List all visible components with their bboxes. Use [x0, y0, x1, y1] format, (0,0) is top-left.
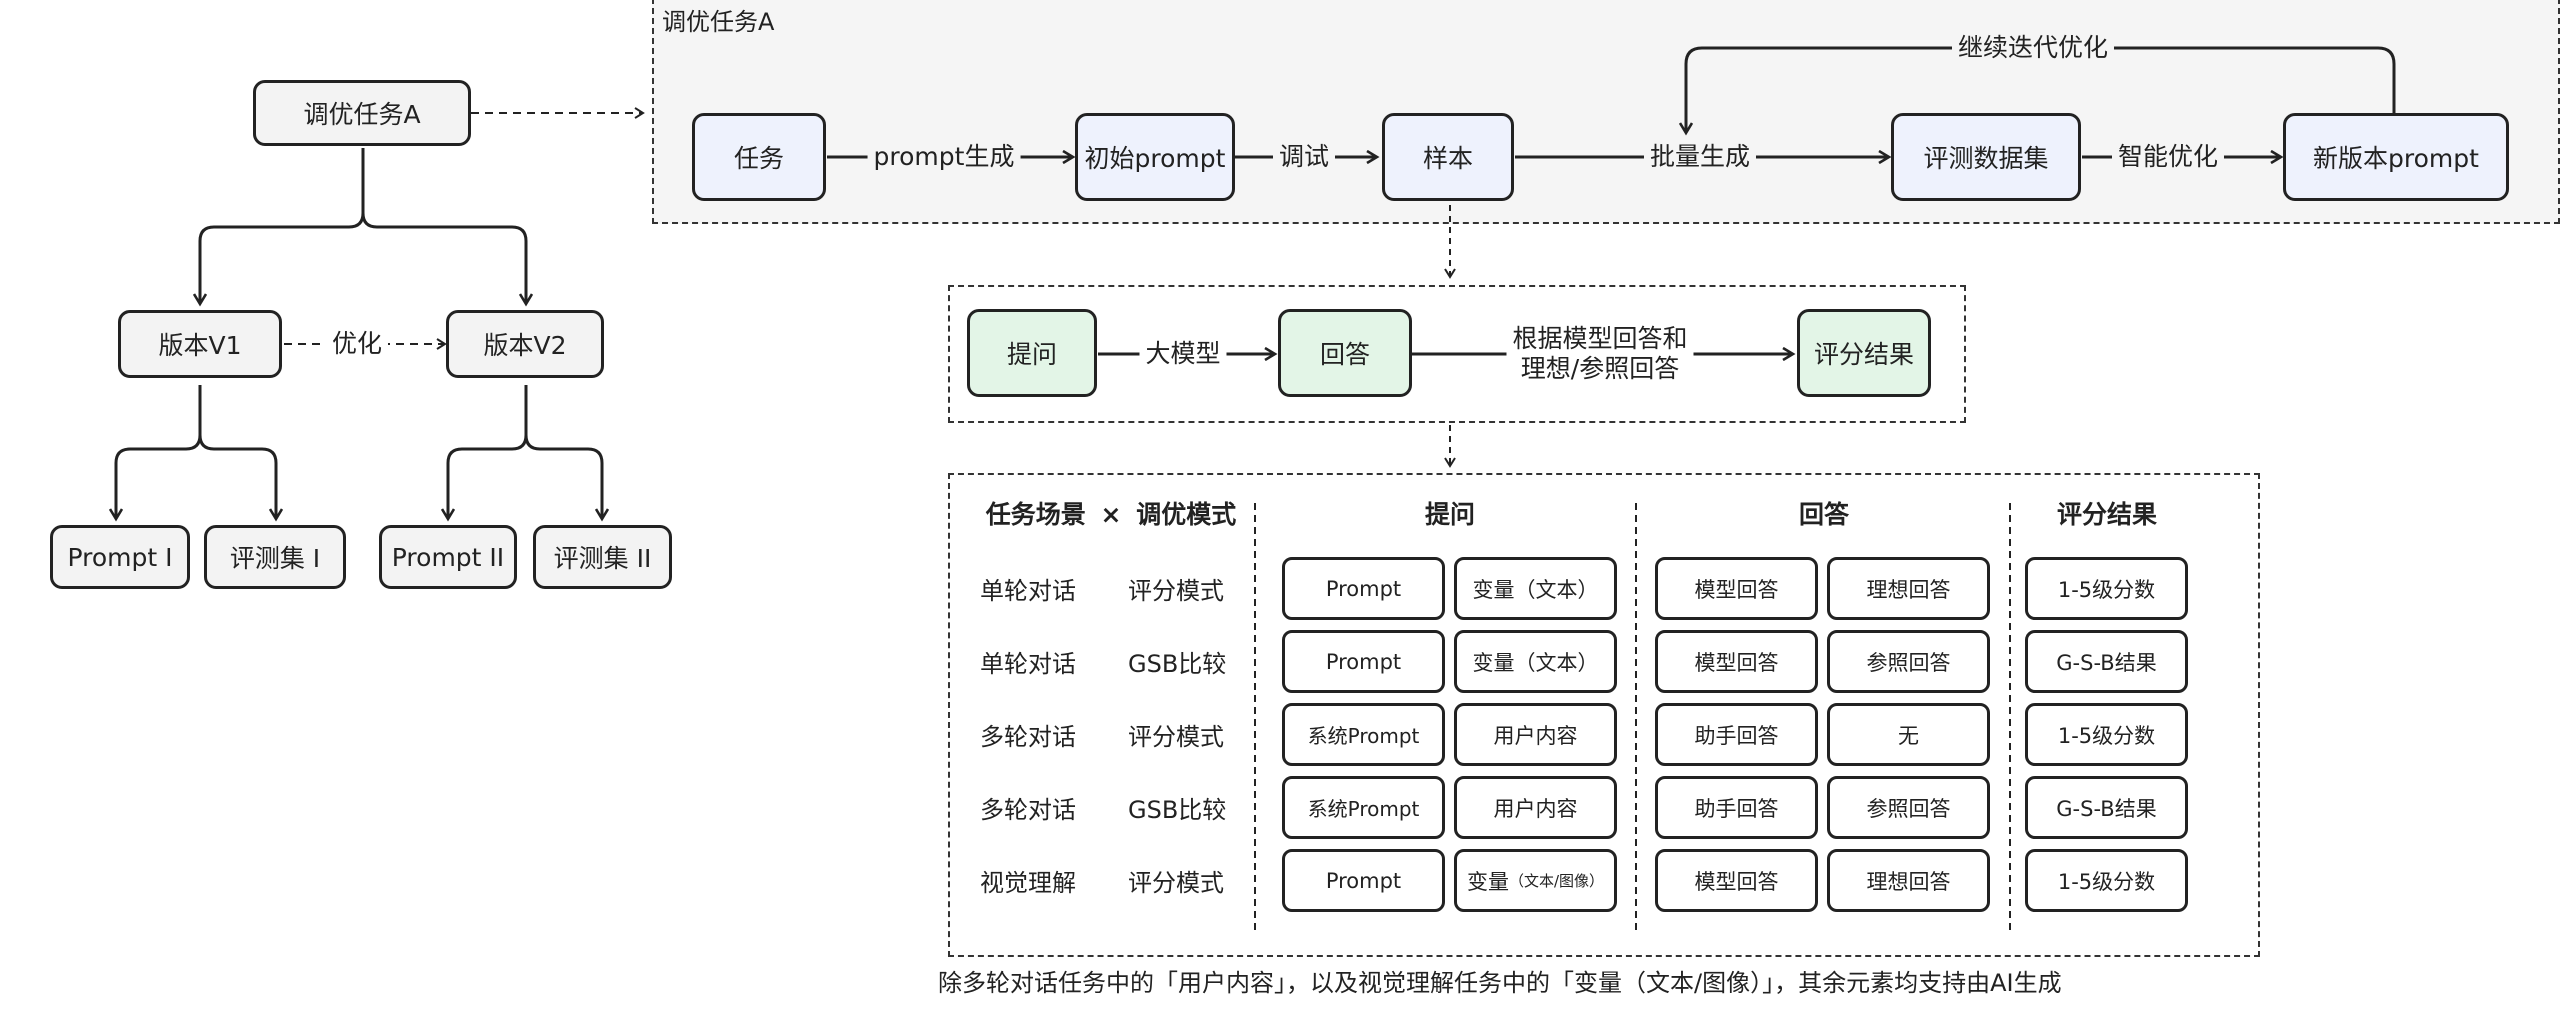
cell-answer-reference[interactable]: 无 — [1827, 703, 1990, 766]
debug-label: 调试 — [1272, 142, 1336, 172]
cell-answer-reference[interactable]: 理想回答 — [1827, 849, 1990, 912]
cell-result[interactable]: G-S-B结果 — [2025, 630, 2188, 693]
sample-node[interactable]: 样本 — [1382, 113, 1514, 201]
row-scene: 单轮对话 — [980, 650, 1076, 678]
header-scene: 任务场景 — [985, 500, 1086, 529]
footnote: 除多轮对话任务中的「用户内容」，以及视觉理解任务中的「变量（文本/图像）」，其余… — [938, 969, 2062, 997]
row-scene: 单轮对话 — [980, 577, 1076, 605]
tree-prompt-1[interactable]: Prompt I — [50, 525, 190, 589]
eval-dataset-node[interactable]: 评测数据集 — [1891, 113, 2081, 201]
batch-gen-label: 批量生成 — [1643, 142, 1757, 172]
mode-table-panel — [948, 473, 2260, 957]
cell-answer-model[interactable]: 助手回答 — [1655, 776, 1818, 839]
cell-answer-model[interactable]: 助手回答 — [1655, 703, 1818, 766]
judge-label-line1: 根据模型回答和 — [1512, 324, 1688, 353]
row-mode: 评分模式 — [1128, 577, 1224, 605]
cell-question-variable[interactable]: 用户内容 — [1454, 776, 1617, 839]
row-mode: 评分模式 — [1128, 869, 1224, 897]
table-header-question: 提问 — [1424, 500, 1476, 529]
tree-version-v1[interactable]: 版本V1 — [118, 310, 282, 378]
answer-node[interactable]: 回答 — [1278, 309, 1412, 397]
cell-result[interactable]: G-S-B结果 — [2025, 776, 2188, 839]
judge-label: 根据模型回答和 理想/参照回答 — [1506, 324, 1694, 384]
row-mode: GSB比较 — [1128, 796, 1227, 824]
tree-evalset-1[interactable]: 评测集 I — [204, 525, 346, 589]
prompt-gen-label: prompt生成 — [867, 142, 1021, 172]
cell-question-prompt[interactable]: Prompt — [1282, 557, 1445, 620]
cell-question-prompt[interactable]: Prompt — [1282, 849, 1445, 912]
tree-evalset-2[interactable]: 评测集 II — [533, 525, 672, 589]
row-scene: 多轮对话 — [980, 723, 1076, 751]
evaluation-flow-panel — [948, 285, 1966, 423]
cell-answer-reference[interactable]: 参照回答 — [1827, 776, 1990, 839]
cell-result[interactable]: 1-5级分数 — [2025, 557, 2188, 620]
task-node[interactable]: 任务 — [692, 113, 826, 201]
score-result-node[interactable]: 评分结果 — [1797, 309, 1931, 397]
row-mode: GSB比较 — [1128, 650, 1227, 678]
header-mode: 调优模式 — [1136, 500, 1237, 529]
cell-question-variable[interactable]: 用户内容 — [1454, 703, 1617, 766]
cell-question-variable[interactable]: 变量（文本） — [1454, 630, 1617, 693]
question-node[interactable]: 提问 — [967, 309, 1097, 397]
cell-result[interactable]: 1-5级分数 — [2025, 703, 2188, 766]
cell-question-prompt[interactable]: 系统Prompt — [1282, 776, 1445, 839]
cell-question-prompt[interactable]: Prompt — [1282, 630, 1445, 693]
cell-answer-model[interactable]: 模型回答 — [1655, 630, 1818, 693]
cell-answer-reference[interactable]: 理想回答 — [1827, 557, 1990, 620]
tuning-task-panel — [652, 0, 2560, 224]
variable-small: （文本/图像） — [1508, 872, 1605, 890]
table-header-answer: 回答 — [1798, 500, 1850, 529]
cell-question-variable[interactable]: 变量（文本） — [1454, 557, 1617, 620]
table-header-result: 评分结果 — [2056, 500, 2158, 529]
llm-label: 大模型 — [1139, 339, 1227, 369]
table-header-scene-mode: 任务场景 × 调优模式 — [986, 495, 1236, 531]
judge-label-line2: 理想/参照回答 — [1520, 354, 1680, 383]
row-mode: 评分模式 — [1128, 723, 1224, 751]
tree-root-task[interactable]: 调优任务A — [253, 80, 471, 146]
cell-question-variable[interactable]: 变量（文本/图像） — [1454, 849, 1617, 912]
initial-prompt-node[interactable]: 初始prompt — [1075, 113, 1235, 201]
cell-question-prompt[interactable]: 系统Prompt — [1282, 703, 1445, 766]
tree-version-v2[interactable]: 版本V2 — [446, 310, 604, 378]
variable-main: 变量 — [1466, 869, 1509, 894]
cell-result[interactable]: 1-5级分数 — [2025, 849, 2188, 912]
iterate-label: 继续迭代优化 — [1951, 33, 2115, 63]
new-prompt-node[interactable]: 新版本prompt — [2283, 113, 2509, 201]
cell-answer-model[interactable]: 模型回答 — [1655, 557, 1818, 620]
cell-answer-model[interactable]: 模型回答 — [1655, 849, 1818, 912]
header-times: × — [1100, 500, 1122, 529]
smart-opt-label: 智能优化 — [2111, 142, 2225, 172]
row-scene: 多轮对话 — [980, 796, 1076, 824]
tree-prompt-2[interactable]: Prompt II — [379, 525, 517, 589]
optimize-label: 优化 — [325, 329, 389, 359]
row-scene: 视觉理解 — [980, 869, 1076, 897]
tuning-task-panel-title: 调优任务A — [662, 8, 775, 36]
cell-answer-reference[interactable]: 参照回答 — [1827, 630, 1990, 693]
